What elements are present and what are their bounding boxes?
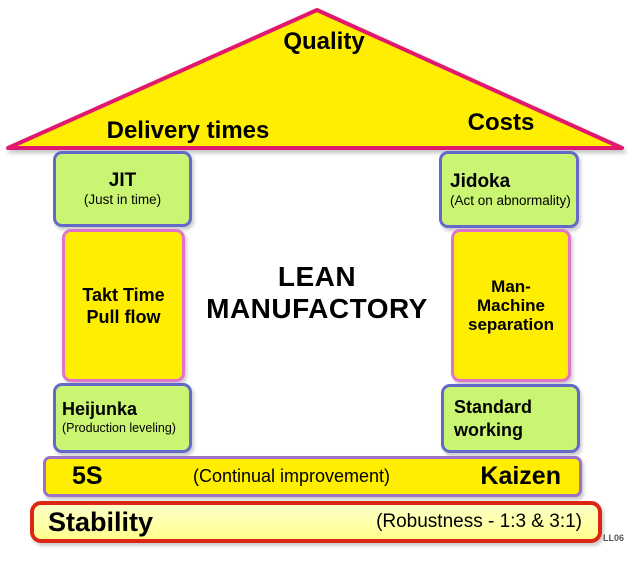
jit-title: JIT: [108, 170, 137, 191]
5s-label: 5S: [72, 462, 103, 490]
stability-label: Stability: [48, 506, 154, 537]
stability-bar: Stability (Robustness - 1:3 & 3:1): [30, 501, 602, 543]
standard-line1: Standard: [454, 396, 533, 417]
center-title: LEAN MANUFACTORY: [177, 261, 457, 325]
robustness-label: (Robustness - 1:3 & 3:1): [376, 511, 582, 532]
standard-line2: working: [454, 419, 524, 440]
roof-label-costs: Costs: [467, 109, 535, 136]
takt-time-box: Takt Time Pull flow: [62, 229, 185, 382]
improvement-bar: 5S (Continual improvement) Kaizen: [43, 456, 582, 497]
jidoka-box: Jidoka (Act on abnormality): [439, 151, 579, 228]
man-machine-box: Man- Machine separation: [451, 229, 571, 382]
standard-working-box: Standard working: [441, 384, 580, 453]
roof-label-quality: Quality: [283, 28, 365, 55]
takt-line2: Pull flow: [86, 306, 161, 327]
jit-box: JIT (Just in time): [53, 151, 192, 227]
continual-improvement-label: (Continual improvement): [192, 466, 391, 486]
jidoka-subtitle: (Act on abnormality): [450, 192, 571, 208]
man-machine-line2: Machine: [476, 296, 546, 315]
center-title-line1: LEAN: [277, 261, 357, 292]
kaizen-label: Kaizen: [480, 462, 561, 490]
center-title-line2: MANUFACTORY: [206, 293, 428, 324]
roof-triangle: [6, 8, 624, 150]
takt-line1: Takt Time: [82, 284, 165, 305]
watermark-label: LL06: [603, 533, 625, 543]
roof-label-delivery-times: Delivery times: [106, 117, 270, 144]
heijunka-title: Heijunka: [62, 399, 138, 419]
man-machine-line1: Man-: [491, 277, 531, 296]
jidoka-title: Jidoka: [450, 170, 511, 192]
heijunka-box: Heijunka (Production leveling): [53, 383, 192, 453]
jit-subtitle: (Just in time): [83, 192, 162, 207]
heijunka-subtitle: (Production leveling): [62, 421, 176, 435]
man-machine-line3: separation: [468, 315, 554, 334]
